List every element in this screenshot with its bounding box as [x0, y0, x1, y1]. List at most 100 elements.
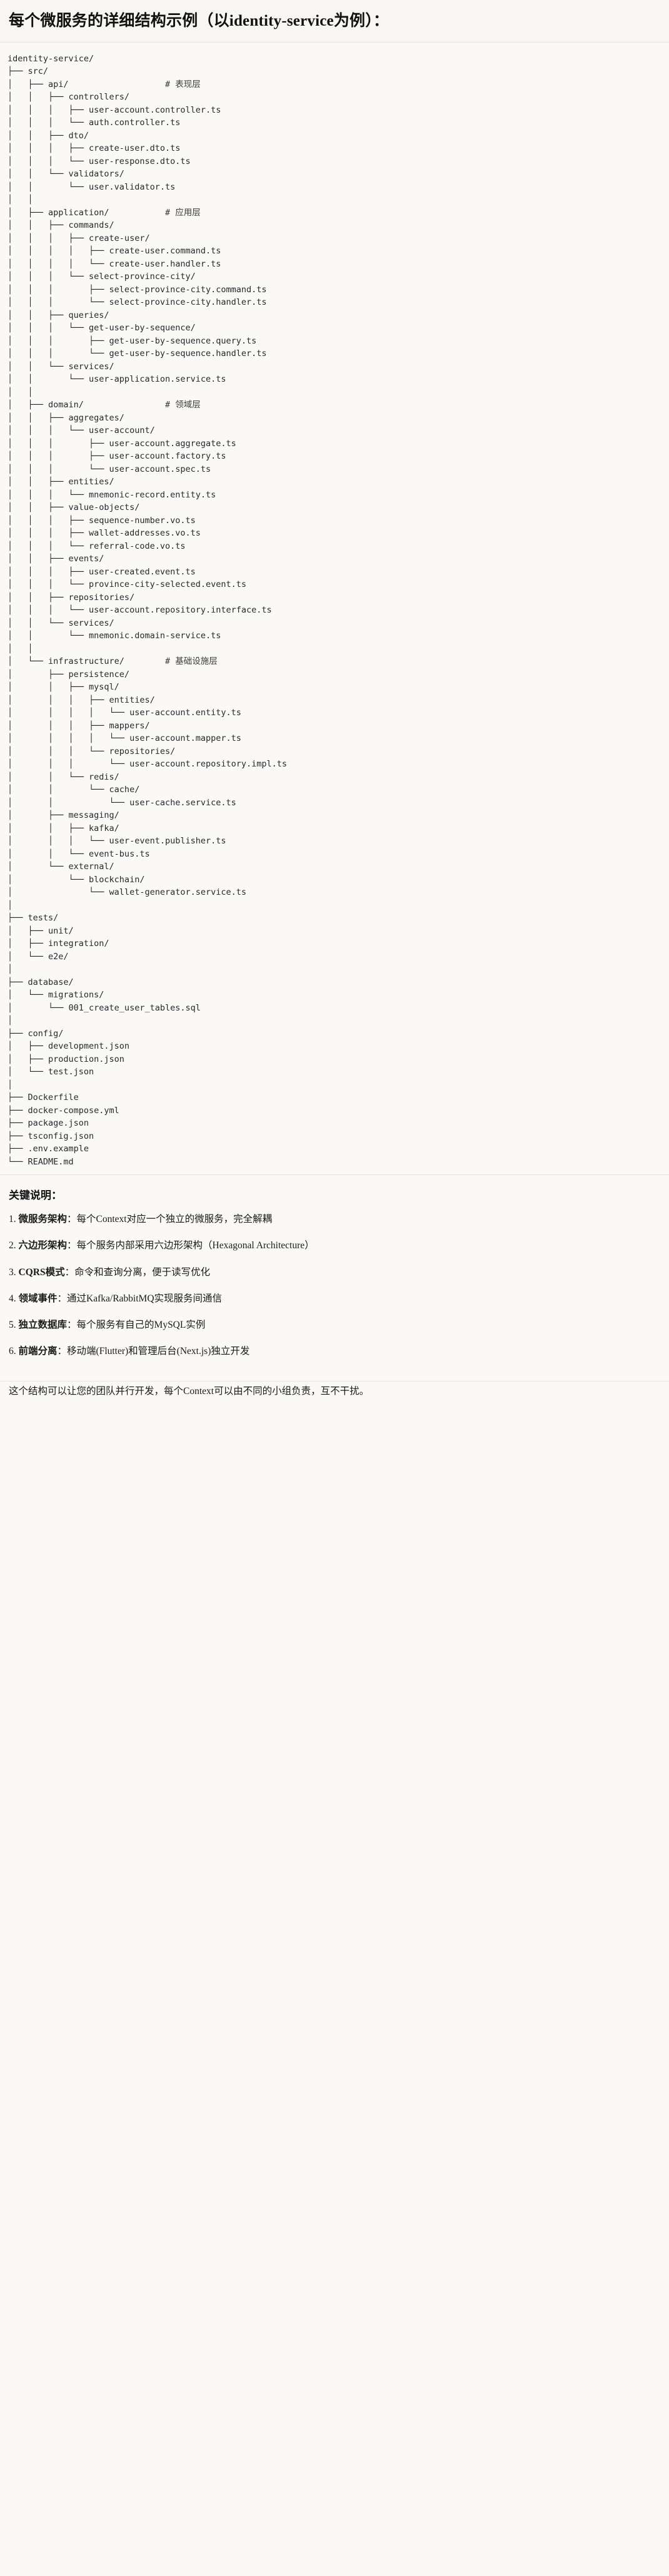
tree-row-path: │ │ │ └── province-city-selected.event.t… [8, 579, 247, 589]
tree-row-path: │ │ │ │ └── user-account.mapper.ts [8, 733, 241, 743]
tree-row-path: │ │ │ ├── user-account.factory.ts [8, 451, 226, 461]
tree-row: │ │ ├── aggregates/ [8, 412, 669, 425]
key-note-number: 2. [9, 1240, 16, 1251]
key-notes-block: 关键说明： 1. 微服务架构：每个Context对应一个独立的微服务，完全解耦 2… [0, 1174, 669, 1377]
tree-row-path: │ │ │ │ └── create-user.handler.ts [8, 258, 221, 269]
tree-row: │ │ └── services/ [8, 617, 669, 630]
tree-row-path: │ │ │ ├── entities/ [8, 695, 155, 705]
key-note-item: 1. 微服务架构：每个Context对应一个独立的微服务，完全解耦 [9, 1212, 660, 1226]
tree-row-path: │ │ │ ├── get-user-by-sequence.query.ts [8, 335, 257, 346]
tree-row-path: │ │ └── cache/ [8, 785, 140, 795]
tree-row-path: │ │ ├── kafka/ [8, 823, 119, 833]
tree-row: │ │ │ └── province-city-selected.event.t… [8, 578, 669, 591]
tree-row-path: │ │ ├── repositories/ [8, 592, 135, 603]
tree-row: │ │ │ ├── create-user.dto.ts [8, 142, 669, 155]
tree-row-path: │ [8, 1079, 13, 1090]
tree-row: │ │ ├── entities/ [8, 476, 669, 489]
tree-row: │ │ │ ├── user-created.event.ts [8, 566, 669, 579]
key-note-separator: ： [64, 1266, 75, 1278]
tree-row: │ └── migrations/ [8, 989, 669, 1002]
tree-row-path: identity-service/ [8, 53, 94, 64]
directory-tree-block: identity-service/ ├── src/ │ ├── api/ # 表现层… [0, 42, 669, 1174]
tree-row: │ │ ├── dto/ [8, 130, 669, 143]
key-note-item: 5. 独立数据库：每个服务有自己的MySQL实例 [9, 1318, 660, 1332]
tree-row-path: ├── config/ [8, 1028, 64, 1039]
tree-row: │ │ │ ├── user-account.controller.ts [8, 104, 669, 117]
tree-row-path: │ │ └── services/ [8, 361, 114, 372]
key-note-term: 前端分离 [18, 1346, 58, 1357]
tree-row: │ │ ├── commands/ [8, 219, 669, 232]
key-note-number: 4. [9, 1293, 16, 1304]
tree-row-comment: # 应用层 [165, 207, 201, 218]
key-note-description: 通过Kafka/RabbitMQ实现服务间通信 [67, 1293, 223, 1304]
tree-row: │ │ │ └── get-user-by-sequence.handler.t… [8, 347, 669, 360]
tree-row-path: │ [8, 900, 13, 910]
tree-row-path: │ └── test.json [8, 1067, 94, 1077]
closing-paragraph: 这个结构可以让您的团队并行开发，每个Context可以由不同的小组负责，互不干扰… [0, 1380, 669, 1411]
tree-row: │ │ │ └── select-province-city.handler.t… [8, 296, 669, 309]
tree-row: │ ├── development.json [8, 1040, 669, 1053]
tree-row: │ └── infrastructure/# 基础设施层 [8, 655, 669, 668]
key-note-item: 2. 六边形架构：每个服务内部采用六边形架构（Hexagonal Archite… [9, 1238, 660, 1253]
tree-row-path: │ │ │ └── user-account/ [8, 425, 155, 435]
tree-row-path: ├── src/ [8, 66, 49, 76]
tree-row: │ ├── domain/# 领域层 [8, 399, 669, 412]
tree-row: │ │ └── event-bus.ts [8, 848, 669, 861]
tree-row: │ │ [8, 193, 669, 206]
key-note-item: 4. 领域事件：通过Kafka/RabbitMQ实现服务间通信 [9, 1291, 660, 1306]
tree-row: │ │ └── cache/ [8, 783, 669, 797]
tree-row-path: │ ├── api/ [8, 79, 69, 89]
tree-row: │ ├── production.json [8, 1053, 669, 1066]
tree-row-path: │ ├── persistence/ [8, 669, 130, 680]
key-note-number: 1. [9, 1214, 16, 1224]
tree-row: ├── .env.example [8, 1143, 669, 1156]
directory-tree: identity-service/ ├── src/ │ ├── api/ # 表现层… [0, 53, 669, 1169]
key-note-separator: ： [67, 1240, 77, 1251]
tree-row-path: │ └── migrations/ [8, 990, 104, 1000]
title-block: 每个微服务的详细结构示例（以identity-service为例）： [0, 0, 669, 43]
tree-row-path: │ ├── development.json [8, 1041, 130, 1051]
tree-row: │ │ │ └── get-user-by-sequence/ [8, 322, 669, 335]
tree-row: │ ├── messaging/ [8, 809, 669, 822]
tree-row-path: │ │ └── services/ [8, 618, 114, 628]
tree-row-path: │ │ │ ├── mappers/ [8, 720, 150, 731]
tree-row: │ │ │ ├── create-user/ [8, 232, 669, 245]
key-note-number: 3. [9, 1266, 16, 1278]
tree-row-path: │ └── blockchain/ [8, 874, 145, 885]
tree-row: │ │ │ │ ├── create-user.command.ts [8, 245, 669, 258]
key-notes-list: 1. 微服务架构：每个Context对应一个独立的微服务，完全解耦 2. 六边形架… [9, 1212, 660, 1359]
key-note-number: 6. [9, 1346, 16, 1357]
tree-row-path: │ │ │ ├── select-province-city.command.t… [8, 284, 267, 295]
tree-row-path: ├── Dockerfile [8, 1092, 79, 1102]
tree-row: │ └── external/ [8, 860, 669, 873]
tree-row-path: │ │ ├── entities/ [8, 477, 114, 487]
tree-row-path: │ │ │ └── repositories/ [8, 746, 176, 756]
tree-row-path: │ └── infrastructure/ [8, 656, 124, 666]
tree-row: │ │ [8, 643, 669, 656]
tree-row: ├── Dockerfile [8, 1091, 669, 1104]
tree-row: │ └── test.json [8, 1066, 669, 1079]
key-note-term: 领域事件 [18, 1293, 58, 1304]
tree-row: ├── tsconfig.json [8, 1130, 669, 1143]
tree-row: │ │ │ ├── wallet-addresses.vo.ts [8, 527, 669, 540]
tree-row-comment: # 表现层 [165, 79, 201, 89]
tree-row: │ │ └── user-application.service.ts [8, 373, 669, 386]
tree-row: │ [8, 963, 669, 976]
tree-row-path: │ │ ├── controllers/ [8, 92, 130, 102]
key-notes-heading: 关键说明： [9, 1189, 62, 1201]
tree-row-path: │ │ ├── mysql/ [8, 682, 119, 692]
tree-row: │ │ │ └── user-response.dto.ts [8, 155, 669, 168]
tree-row-path: ├── database/ [8, 977, 74, 987]
key-note-description: 每个Context对应一个独立的微服务，完全解耦 [76, 1214, 273, 1224]
tree-row-path: │ │ │ └── select-province-city.handler.t… [8, 297, 267, 307]
tree-row: │ │ ├── kafka/ [8, 822, 669, 835]
tree-row-path: │ │ │ └── user-response.dto.ts [8, 156, 191, 166]
tree-row: │ │ │ ├── entities/ [8, 694, 669, 707]
key-note-term: CQRS模式 [18, 1266, 65, 1278]
key-note-term: 六边形架构 [18, 1240, 68, 1251]
tree-row: │ │ └── services/ [8, 360, 669, 374]
tree-row: │ │ │ └── user-account.repository.impl.t… [8, 758, 669, 771]
tree-row: │ [8, 1079, 669, 1092]
document-page: 每个微服务的详细结构示例（以identity-service为例）： ident… [0, 0, 669, 1411]
tree-row-path: │ └── e2e/ [8, 951, 69, 962]
